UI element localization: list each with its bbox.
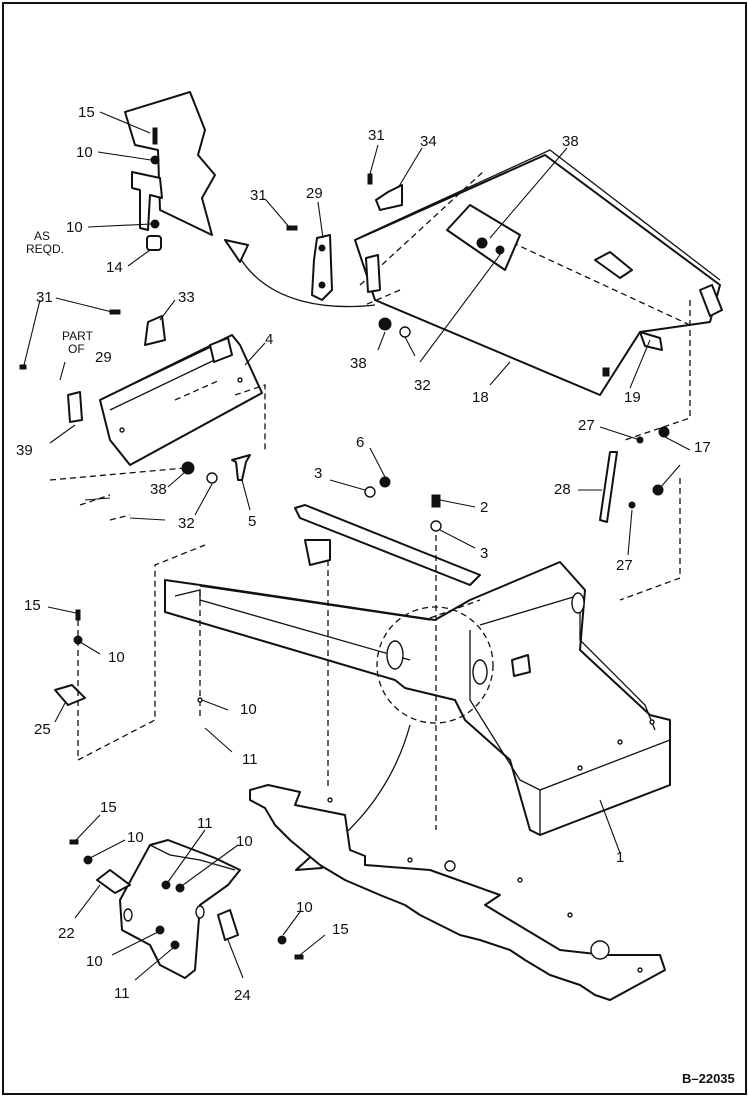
callout: 27 [578,417,595,434]
screw-5 [231,454,251,481]
callout: 11 [242,751,258,768]
bracket-25-group [47,544,233,762]
callout: 32 [414,377,431,394]
callout: 31 [36,289,53,306]
callout: 11 [197,815,213,832]
detail-circle [376,606,494,724]
callout: 15 [78,104,95,121]
leaders-left-plate [23,297,266,521]
callout: 25 [34,721,51,738]
hinge-part-29 [67,391,83,423]
bottom-bracket-group [69,814,326,981]
bolt-31d [19,364,27,370]
note-as-reqd: REQD. [26,242,64,256]
callout: 10 [240,701,257,718]
callout: 5 [248,513,256,530]
callout: 17 [694,439,711,456]
callout: 3 [314,465,322,482]
arrow-head [224,239,249,263]
figure-reference: B–22035 [682,1071,735,1086]
bracket-34 [375,184,403,211]
callout: 29 [95,349,112,366]
callout: 3 [480,545,488,562]
bolt-31b [286,225,298,231]
callout: 10 [127,829,144,846]
callout: 28 [554,481,571,498]
callout: 18 [472,389,489,406]
callout: 38 [150,481,167,498]
callout: 10 [108,649,125,666]
rod-28 [578,300,691,601]
callout: 38 [562,133,579,150]
callout: 39 [16,442,33,459]
callout: 10 [296,899,313,916]
callout: 1 [616,849,624,866]
note-part-of: PART [62,329,94,343]
nut-32 [399,326,411,338]
callout: 15 [332,921,349,938]
top-cover-18 [354,149,723,396]
callout: 19 [624,389,641,406]
center-bar [294,447,481,586]
bracket-33 [144,315,166,346]
leader-1 [599,799,621,854]
side-plate-4 [99,334,266,466]
callout: 27 [616,557,633,574]
cab-wall-section [87,91,216,267]
callout: 34 [420,133,437,150]
callout: 14 [106,259,123,276]
arrow-to-cab [239,257,376,308]
callout: 22 [58,925,75,942]
callout: 10 [236,833,253,850]
nut-32b [206,472,218,484]
callout: 24 [234,987,251,1004]
callout: 32 [178,515,195,532]
callout: 6 [356,434,364,451]
hinge-29 [311,234,381,301]
callout: 31 [368,127,385,144]
callout-numbers: 15 10 10 14 31 34 38 31 29 31 33 29 39 4… [16,104,711,1004]
callout: 10 [86,953,103,970]
callout: 2 [480,499,488,516]
callout: 10 [76,144,93,161]
leaders-top-right [265,144,651,389]
callout: 11 [114,985,130,1002]
note-as-reqd: AS [34,229,50,243]
note-part-of: OF [68,342,85,356]
callout: 15 [24,597,41,614]
callout: 4 [265,331,273,348]
callout: 10 [66,219,83,236]
main-housing-1 [164,561,671,836]
nut-38 [378,317,392,331]
callout: 33 [178,289,195,306]
bolt-31a [367,173,373,185]
callout: 31 [250,187,267,204]
callout: 15 [100,799,117,816]
callout: 38 [350,355,367,372]
callout: 29 [306,185,323,202]
base-frame [249,599,666,1001]
